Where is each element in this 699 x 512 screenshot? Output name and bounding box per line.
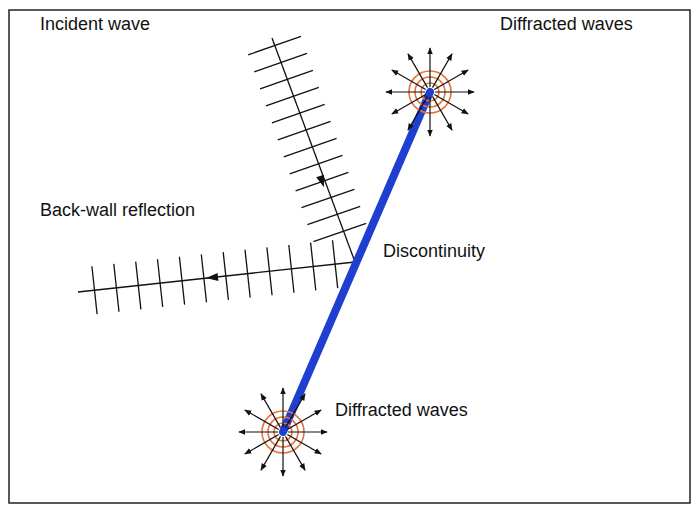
wave-label: Back-wall reflection bbox=[40, 199, 195, 221]
discontinuity-label: Discontinuity bbox=[383, 240, 485, 262]
diffraction-source bbox=[239, 388, 327, 476]
back-wall-wave bbox=[78, 240, 355, 314]
diffraction-source bbox=[386, 48, 474, 136]
diffraction-label: Diffracted waves bbox=[335, 399, 468, 421]
discontinuity-line bbox=[283, 92, 430, 432]
frame bbox=[9, 10, 690, 503]
wave-label: Incident wave bbox=[40, 13, 150, 35]
incident-wave bbox=[248, 36, 366, 262]
diffraction-label: Diffracted waves bbox=[500, 13, 633, 35]
